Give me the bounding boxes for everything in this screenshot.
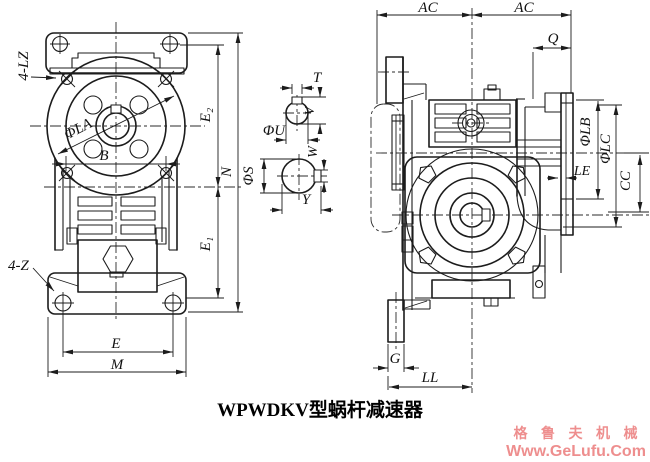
- watermark-line1: 格 鲁 夫 机 械: [514, 425, 643, 442]
- shaft-section-input: T V ΦU: [263, 70, 326, 144]
- label-side-flange-lip: LE: [573, 164, 591, 179]
- label-input-shaft-dia: ΦU: [263, 123, 286, 139]
- label-side-foot-width: G: [390, 351, 401, 367]
- side-dimensions: AC AC Q ΦLB ΦLC LE CC G LL: [373, 0, 649, 390]
- label-front-base-width: M: [110, 357, 125, 373]
- label-side-center-to-left: AC: [417, 0, 438, 16]
- front-keyway: [110, 104, 122, 114]
- label-side-flange-spigot-dia: ΦLB: [578, 118, 594, 147]
- side-finned-housing: [428, 84, 517, 148]
- front-flange-screws-leader: [30, 75, 57, 80]
- front-bolt-boss-right: [155, 227, 167, 245]
- label-side-flange-height: CC: [618, 170, 634, 191]
- side-square-flange: [404, 148, 541, 282]
- side-view: [370, 8, 650, 393]
- front-top-bracket: [45, 32, 188, 75]
- label-front-bolt-spacing: B: [99, 148, 108, 164]
- label-front-base-hole-spacing: E: [110, 336, 120, 352]
- label-front-total-height: N: [219, 166, 235, 178]
- front-worm-cover: [77, 239, 158, 293]
- label-side-foot-span: LL: [421, 370, 439, 386]
- front-bolt-boss-left: [66, 227, 78, 245]
- label-input-key-depth: V: [303, 105, 318, 115]
- side-output-keyway: [481, 208, 491, 222]
- input-shaft-keyway: [291, 96, 303, 105]
- shaft-section-output: W ΦS Y: [241, 145, 333, 214]
- output-shaft-keyway: [313, 169, 322, 183]
- front-lower-housing: [54, 157, 178, 293]
- label-side-flange-outer-dia: ΦLC: [598, 133, 614, 164]
- side-phantom-motor-outline: [370, 103, 401, 233]
- label-output-shaft-dia: ΦS: [241, 166, 257, 185]
- side-output-flange: [516, 92, 574, 299]
- label-input-key-width: T: [313, 70, 323, 86]
- label-output-key-depth: W: [306, 145, 321, 158]
- front-dimensions: 4-LZ ΦLA B E₂ N E₁ 4-Z E M: [8, 32, 243, 377]
- front-housing-circle: [46, 56, 186, 196]
- front-base: [47, 272, 187, 315]
- label-front-flange-screws: 4-LZ: [16, 51, 32, 81]
- front-rib-slots: [77, 196, 156, 235]
- label-side-flange-offset: Q: [548, 31, 559, 47]
- side-left-flange: [385, 56, 427, 311]
- front-base-holes-leader: [32, 267, 55, 292]
- label-output-shaft-width: Y: [302, 192, 312, 208]
- front-hex-plug: [102, 245, 134, 273]
- label-front-upper-center-height: E₂: [198, 108, 214, 123]
- label-front-base-holes: 4-Z: [8, 258, 29, 274]
- side-oil-plug: [457, 109, 485, 137]
- label-side-center-to-right: AC: [513, 0, 534, 16]
- watermark: 格 鲁 夫 机 械 Www.GeLufu.Com: [506, 425, 646, 460]
- drawing-title: WPWDKV型蜗杆减速器: [217, 398, 424, 421]
- side-foot: [387, 299, 405, 343]
- label-front-lower-center-height: E₁: [198, 237, 214, 252]
- side-bottom: [387, 279, 515, 343]
- watermark-line2: Www.GeLufu.Com: [506, 443, 646, 460]
- front-view: [30, 22, 243, 322]
